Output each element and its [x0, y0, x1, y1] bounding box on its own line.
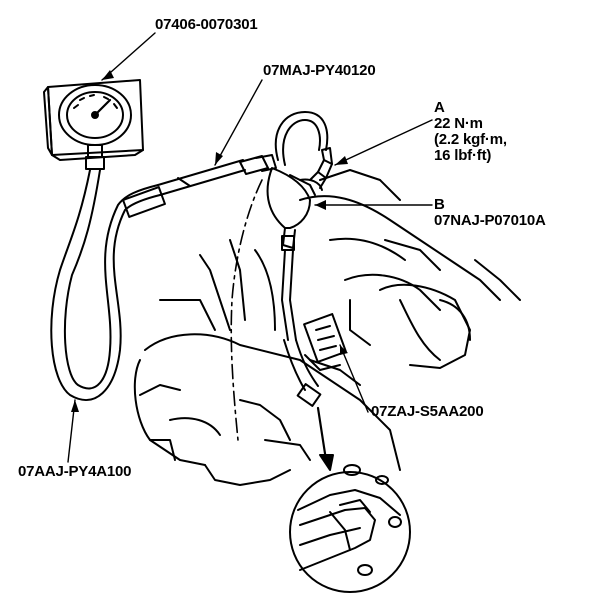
- torque-spec-nm: 22 N·m: [434, 115, 483, 132]
- return-loop-hose: [274, 111, 329, 161]
- leader-arrowheads: [71, 70, 348, 412]
- adapter-hose: [281, 249, 322, 407]
- torque-spec-kgfm: (2.2 kgf·m,: [434, 131, 507, 148]
- detail-arrow: [316, 406, 328, 462]
- engine-outline: [133, 169, 521, 486]
- fuel-pressure-adapter: [303, 313, 347, 371]
- t-fitting: [266, 147, 333, 251]
- gauge-hose-part-number: 07AAJ-PY4A100: [18, 463, 132, 480]
- hose-part-number: 07MAJ-PY40120: [263, 62, 376, 79]
- pressure-gauge: [43, 79, 144, 170]
- callout-a: A 22 N·m (2.2 kgf·m, 16 lbf·ft): [434, 100, 507, 164]
- detail-view: [289, 464, 411, 593]
- t-fitting-part-number: 07NAJ-P07010A: [434, 212, 546, 229]
- callout-b: B 07NAJ-P07010A: [434, 197, 546, 229]
- callout-a-letter: A: [434, 99, 445, 116]
- adapter-part-number: 07ZAJ-S5AA200: [371, 403, 484, 420]
- leader-lines: [67, 32, 433, 463]
- gauge-hose: [50, 169, 166, 401]
- torque-spec-lbfft: 16 lbf·ft): [434, 147, 492, 164]
- routing-line: [230, 179, 263, 441]
- callout-b-letter: B: [434, 196, 445, 213]
- connecting-hose: [157, 154, 277, 196]
- gauge-part-number: 07406-0070301: [155, 16, 258, 33]
